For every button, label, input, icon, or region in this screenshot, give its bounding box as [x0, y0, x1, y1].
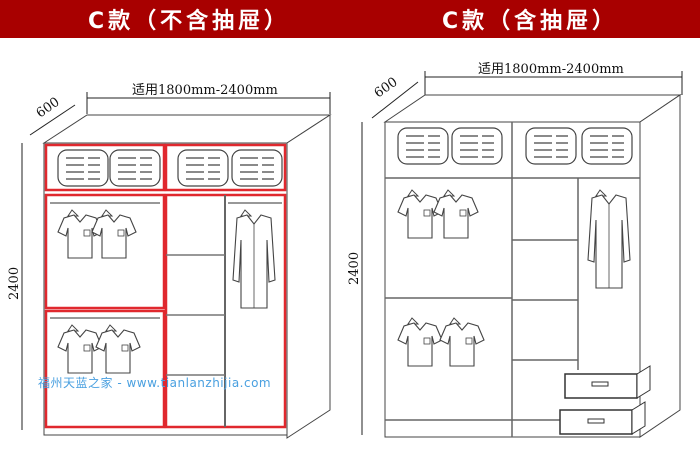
header-banner: C款（不含抽屉） C款（含抽屉）	[0, 0, 700, 38]
drawer-top	[564, 365, 651, 399]
right-title: C款（含抽屉）	[442, 9, 619, 34]
height-label: 2400	[347, 252, 362, 285]
width-label: 适用1800mm-2400mm	[132, 83, 278, 98]
watermark: 福州天蓝之家 - www.tianlanzhijia.com	[38, 376, 272, 390]
left-title: C款（不含抽屉）	[88, 9, 291, 34]
depth-label: 600	[372, 75, 401, 102]
depth-label: 600	[34, 95, 63, 122]
drawer-bottom	[559, 401, 646, 435]
height-label: 2400	[7, 267, 22, 300]
left-wardrobe: 适用1800mm-2400mm 600 2400	[7, 83, 332, 439]
right-wardrobe: 适用1800mm-2400mm 600 2400	[347, 62, 683, 438]
width-label: 适用1800mm-2400mm	[478, 62, 624, 77]
